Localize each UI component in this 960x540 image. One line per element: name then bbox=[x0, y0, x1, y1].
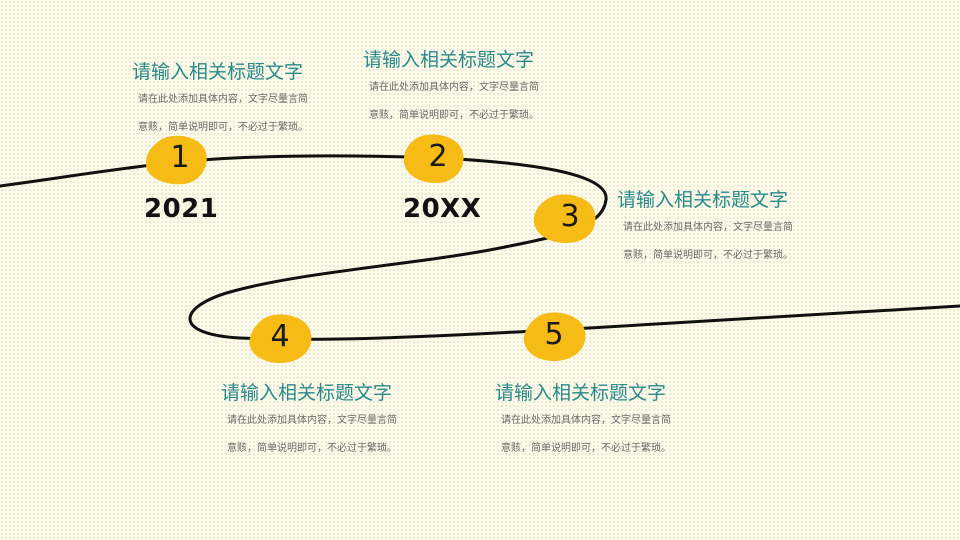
block-title: 请输入相关标题文字 bbox=[495, 382, 667, 404]
block-text-line: 请在此处添加具体内容，文字尽量言简 bbox=[623, 222, 793, 233]
block-text-line: 意赅，简单说明即可，不必过于繁琐。 bbox=[369, 110, 539, 121]
node-4-blob bbox=[249, 314, 312, 364]
block-text-line: 意赅，简单说明即可，不必过于繁琐。 bbox=[227, 443, 397, 454]
text-block-4: 请输入相关标题文字 请在此处添加具体内容，文字尽量言简 意赅，简单说明即可，不必… bbox=[221, 378, 481, 460]
block-title: 请输入相关标题文字 bbox=[221, 382, 393, 404]
block-text-line: 请在此处添加具体内容，文字尽量言简 bbox=[501, 415, 671, 426]
node-2-blob bbox=[403, 134, 464, 184]
node-5-number: 5 bbox=[544, 317, 564, 352]
text-block-1: 请输入相关标题文字 请在此处添加具体内容，文字尽量言简 意赅，简单说明即可，不必… bbox=[132, 57, 392, 139]
node-2-number: 2 bbox=[428, 139, 448, 174]
block-title: 请输入相关标题文字 bbox=[363, 49, 535, 71]
block-text-line: 意赅，简单说明即可，不必过于繁琐。 bbox=[501, 443, 671, 454]
text-block-5: 请输入相关标题文字 请在此处添加具体内容，文字尽量言简 意赅，简单说明即可，不必… bbox=[495, 378, 755, 460]
text-block-2: 请输入相关标题文字 请在此处添加具体内容，文字尽量言简 意赅，简单说明即可，不必… bbox=[363, 45, 623, 127]
block-text-line: 请在此处添加具体内容，文字尽量言简 bbox=[227, 415, 397, 426]
node-5-blob bbox=[523, 312, 586, 362]
node-1-number: 1 bbox=[170, 140, 190, 175]
block-text-line: 意赅，简单说明即可，不必过于繁琐。 bbox=[138, 122, 308, 133]
node-1-blob bbox=[146, 135, 207, 185]
year-label-2: 20XX bbox=[403, 194, 482, 224]
node-3-blob bbox=[533, 194, 596, 244]
node-4-number: 4 bbox=[270, 319, 290, 354]
year-label-1: 2021 bbox=[144, 194, 219, 224]
text-block-3: 请输入相关标题文字 请在此处添加具体内容，文字尽量言简 意赅，简单说明即可，不必… bbox=[617, 185, 877, 267]
block-title: 请输入相关标题文字 bbox=[132, 61, 304, 83]
block-title: 请输入相关标题文字 bbox=[617, 189, 789, 211]
block-text-line: 请在此处添加具体内容，文字尽量言简 bbox=[369, 82, 539, 93]
block-text-line: 请在此处添加具体内容，文字尽量言简 bbox=[138, 94, 308, 105]
block-text-line: 意赅，简单说明即可，不必过于繁琐。 bbox=[623, 250, 793, 261]
node-3-number: 3 bbox=[560, 199, 580, 234]
